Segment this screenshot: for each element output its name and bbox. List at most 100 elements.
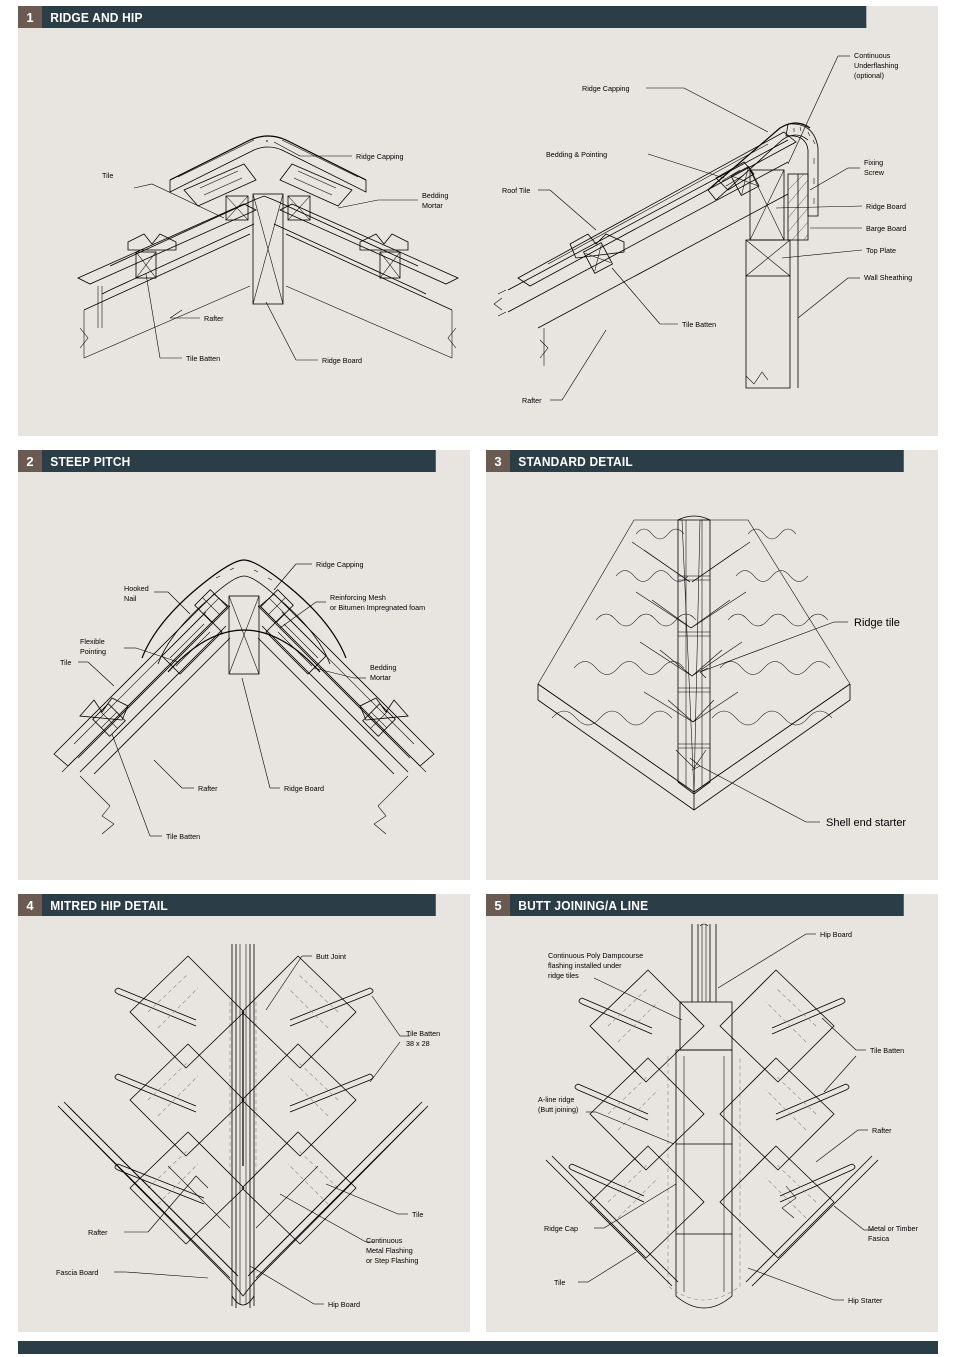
label-r-ridge-capping: Ridge Capping [582,84,630,93]
label-p2-bedding-1: Bedding [370,663,396,672]
label-hooked-2: Nail [124,594,137,603]
panel-3-title: STANDARD DETAIL [518,453,633,469]
panel-4-title-bar: MITRED HIP DETAIL [42,894,436,916]
label-p4-tile: Tile [412,1210,423,1219]
panel-4-header: 4 MITRED HIP DETAIL [18,894,470,916]
r-ridge-board [749,169,785,241]
label-p2-ridge-capping: Ridge Capping [316,560,364,569]
label-underflash-3: (optional) [854,71,884,80]
top-plate [745,239,791,277]
p2-batten-left [92,703,126,737]
label-ridge-capping: Ridge Capping [356,152,404,161]
label-r-tile-batten: Tile Batten [682,320,716,329]
label-roof-tile: Roof Tile [502,186,530,195]
panel-3-badge: 3 [486,450,510,472]
panel-2-title: STEEP PITCH [50,453,131,469]
panel-1-title: RIDGE AND HIP [50,9,143,25]
label-p2-ridge-board: Ridge Board [284,784,324,793]
label-p5-fascia-1: Metal or Timber [868,1224,919,1233]
hooked-nail-left [194,589,228,623]
label-damp-3: ridge tiles [548,971,579,980]
label-p4-rafter: Rafter [88,1228,108,1237]
label-ridge-board: Ridge Board [322,356,362,365]
ridge-section-drawing: Tile Ridge Capping Bedding Mortar Rafter… [77,135,459,365]
hooked-nail-right [260,589,294,623]
panel-5-badge: 5 [486,894,510,916]
label-ridge-cap: Ridge Cap [544,1224,578,1233]
panel-1-header: 1 RIDGE AND HIP [18,6,938,28]
r-upper-batten [730,166,760,196]
label-p2-rafter: Rafter [198,784,218,793]
label-damp-1: Continuous Poly Dampcourse [548,951,643,960]
label-p5-tile-batten: Tile Batten [870,1046,904,1055]
panel-2-body: Ridge Capping Hooked Nail Reinforcing Me… [18,472,470,880]
panel-3-body: Ridge tile Shell end starter [486,472,938,880]
panel-1-body: Tile Ridge Capping Bedding Mortar Rafter… [18,28,938,436]
panel-5-header: 5 BUTT JOINING/A LINE [486,894,938,916]
label-ridge-tile: Ridge tile [854,617,900,629]
label-r-ridge-board: Ridge Board [866,202,906,211]
label-mesh-1: Reinforcing Mesh [330,593,386,602]
panel-4-title: MITRED HIP DETAIL [50,897,168,913]
label-p4-hip-board: Hip Board [328,1300,360,1309]
panel-3-header: 3 STANDARD DETAIL [486,450,938,472]
label-barge-board: Barge Board [866,224,906,233]
label-hip-starter: Hip Starter [848,1296,883,1305]
label-rafter: Rafter [204,314,224,323]
label-aline-2: (Butt joining) [538,1105,578,1114]
label-p4-flash-3: or Step Flashing [366,1256,418,1265]
p2-batten-right [362,703,396,737]
label-bedding-mortar-1: Bedding [422,191,448,200]
label-p5-fascia-2: Fasica [868,1234,889,1243]
ridge-board-left [252,193,284,305]
panel-1-title-bar: RIDGE AND HIP [42,6,867,28]
panel-4-badge: 4 [18,894,42,916]
label-hooked-1: Hooked [124,584,149,593]
label-shell-end-starter: Shell end starter [826,817,906,829]
panel-5-title: BUTT JOINING/A LINE [518,897,649,913]
label-flexible-2: Pointing [80,647,106,656]
label-top-plate: Top Plate [866,246,896,255]
mitred-hip-drawing: Butt Joint Tile Batten 38 x 28 Tile Cont… [56,944,440,1309]
panel-2-title-bar: STEEP PITCH [42,450,436,472]
panel-3-title-bar: STANDARD DETAIL [510,450,904,472]
label-p4-flash-2: Metal Flashing [366,1246,413,1255]
tile-batten-right [379,251,401,279]
r-tile-batten [582,242,614,274]
panel-2-badge: 2 [18,450,42,472]
label-p4-batten-1: Tile Batten [406,1029,440,1038]
label-underflash-1: Continuous [854,51,891,60]
steep-pitch-drawing: Ridge Capping Hooked Nail Reinforcing Me… [53,559,435,841]
label-underflash-2: Underflashing [854,61,898,70]
label-r-rafter: Rafter [522,396,542,405]
label-bedding-pointing: Bedding & Pointing [546,150,607,159]
label-p2-tile-batten: Tile Batten [166,832,200,841]
panel-2-header: 2 STEEP PITCH [18,450,470,472]
panel-mitred-hip: 4 MITRED HIP DETAIL [18,894,470,1332]
label-flexible-1: Flexible [80,637,105,646]
label-p2-tile: Tile [60,658,71,667]
label-fixing-2: Screw [864,168,885,177]
label-fixing-1: Fixing [864,158,883,167]
panel-steep-pitch: 2 STEEP PITCH [18,450,470,880]
label-p4-flash-1: Continuous [366,1236,403,1245]
label-butt-joint: Butt Joint [316,952,346,961]
label-p5-tile: Tile [554,1278,565,1287]
tile-batten-left [135,251,157,279]
label-p5-rafter: Rafter [872,1126,892,1135]
label-tile-batten: Tile Batten [186,354,220,363]
panel-5-body: Hip Board Continuous Poly Dampcourse fla… [486,916,938,1332]
label-wall-sheathing: Wall Sheathing [864,273,912,282]
label-fascia-board: Fascia Board [56,1268,98,1277]
hip-isometric-drawing: Ridge tile Shell end starter [537,515,906,829]
p2-ridge-board [228,595,260,675]
butt-joining-drawing: Hip Board Continuous Poly Dampcourse fla… [538,923,919,1309]
panel-4-body: Butt Joint Tile Batten 38 x 28 Tile Cont… [18,916,470,1332]
panel-standard-detail: 3 STANDARD DETAIL [486,450,938,880]
label-p2-bedding-2: Mortar [370,673,391,682]
panel-1-badge: 1 [18,6,42,28]
verge-section-drawing: Ridge Capping Continuous Underflashing (… [493,51,912,405]
panel-ridge-and-hip: 1 RIDGE AND HIP [18,6,938,436]
panel-butt-joining: 5 BUTT JOINING/A LINE [486,894,938,1332]
